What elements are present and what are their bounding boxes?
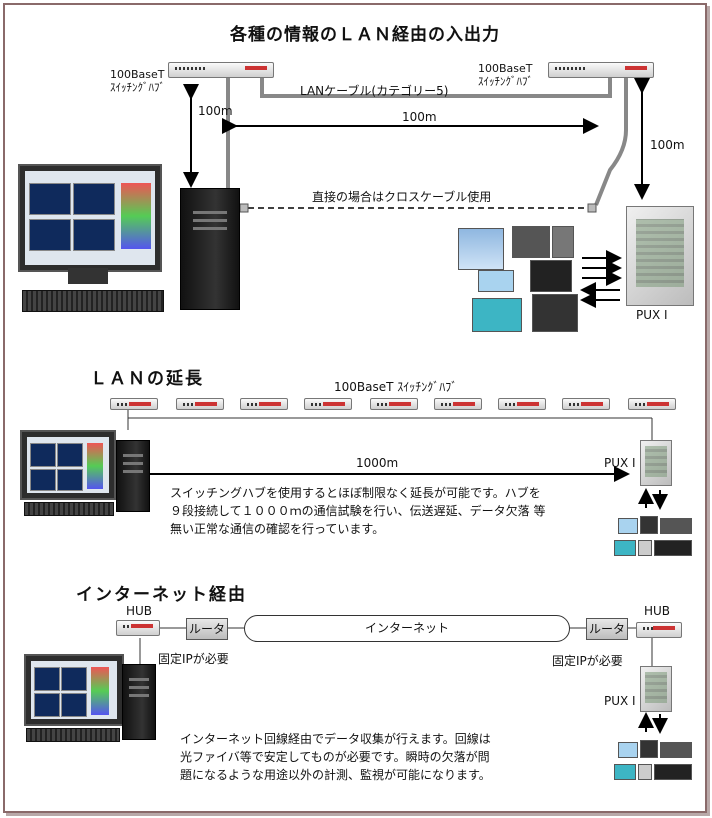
sensor-icon-3e [638,764,652,780]
chain-switch-3 [240,398,288,410]
section3-heading: インターネット経由 [76,585,247,605]
sensor-icon-2a [618,518,638,534]
sensor-icon-2d [614,540,636,556]
motor-image [530,260,572,292]
sensor-icon-3d [614,764,636,780]
section2-desc-line-2: ９段接続して１０００ｍの通信試験を行い、伝送遅延、データ欠落 等 [170,504,546,518]
hub-left-image [116,620,160,636]
crosscable-label: 直接の場合はクロスケーブル使用 [312,190,492,204]
pux-label-3: PUX I [604,694,636,708]
chain-switch-7 [498,398,546,410]
sensor-icon-3f [654,764,692,780]
gauge-image [552,226,574,258]
pc-monitor-1 [18,164,162,272]
section2-heading: ＬＡＮの延長 [90,369,204,389]
sensor-icon-3b [640,740,658,758]
section3-desc-line-2: 光ファイバ等で安定してものが必要です。瞬時の欠落が問 [180,750,490,764]
cable-pc-to-switch [224,74,230,190]
router-left: ルータ [186,618,228,640]
dist-mid-label: 100m [402,110,437,124]
chain-switch-5 [370,398,418,410]
chain-switch-8 [562,398,610,410]
section2-description: スイッチングハブを使用するとほぼ制限なく延長が可能です。ハブを ９段接続して１０… [170,484,545,538]
sensor-icon-2c [660,518,692,534]
section3-desc-line-3: 題になるような用途以外の計測、監視が可能になります。 [180,768,491,782]
router-right: ルータ [586,618,628,640]
chain-switch-1 [110,398,158,410]
chain-switch-label: 100BaseT ｽｲｯﾁﾝｸﾞﾊﾌﾞ [334,380,458,394]
sensor-icon-2b [640,516,658,534]
dist-right-label: 100m [650,138,685,152]
sensor-icon-3a [618,742,638,758]
sensor-icon-2e [638,540,652,556]
internet-cloud: インターネット [244,615,570,642]
switch-left-label: 100BaseT ｽｲｯﾁﾝｸﾞﾊﾌﾞ [110,68,165,94]
tank-sensor-image [458,228,504,270]
section2-desc-line-1: スイッチングハブを使用するとほぼ制限なく延長が可能です。ハブを [170,486,541,500]
section2-desc-line-3: 無い正常な通信の確認を行っています。 [170,522,385,536]
sensor-icon-2f [654,540,692,556]
cable-switch-to-pux [594,76,628,206]
section3-desc-line-1: インターネット回線経由でデータ収集が行えます。回線は [180,732,491,746]
switch-right-label: 100BaseT ｽｲｯﾁﾝｸﾞﾊﾌﾞ [478,62,533,88]
chain-switch-2 [176,398,224,410]
chain-cable [127,406,653,440]
monitor-stand-1 [68,268,108,284]
hub-right-label: HUB [644,604,671,618]
hub-right-image [636,622,682,638]
pux-unit-1 [626,206,694,306]
hub-left-label: HUB [126,604,153,618]
pc-monitor-2 [20,430,116,500]
pc-tower-3 [122,664,156,740]
keyboard-3 [26,728,120,742]
switch-right-image [548,62,654,78]
chain-switch-9 [628,398,676,410]
sensor-icon-3c [660,742,692,758]
pc-tower-2 [116,440,150,512]
level-image [478,270,514,292]
keyboard-1 [22,290,164,312]
dist-left-label: 100m [198,104,233,118]
pc-monitor-3 [24,654,124,726]
section3-description: インターネット回線経由でデータ収集が行えます。回線は 光ファイバ等で安定してもの… [180,730,491,784]
cable-label: LANケーブル(カテゴリー5) [300,84,449,98]
switch-left-image [168,62,274,78]
pux-label-2: PUX I [604,456,636,470]
cable-switch-to-switch [260,76,612,98]
pux-unit-3 [640,666,672,712]
distance-1000m: 1000m [356,456,399,470]
ip-required-right: 固定IPが必要 [552,654,623,668]
ip-required-left: 固定IPが必要 [158,652,229,666]
diagram-title: 各種の情報のＬＡＮ経由の入出力 [230,25,500,45]
machine-image [532,294,578,332]
valve-image [512,226,550,258]
chain-switch-6 [434,398,482,410]
keyboard-2 [24,502,114,516]
panel-image [472,298,522,332]
pc-tower-1 [180,188,240,310]
pux-unit-2 [640,440,672,486]
chain-switch-4 [304,398,352,410]
pux-label-1: PUX I [636,308,668,322]
